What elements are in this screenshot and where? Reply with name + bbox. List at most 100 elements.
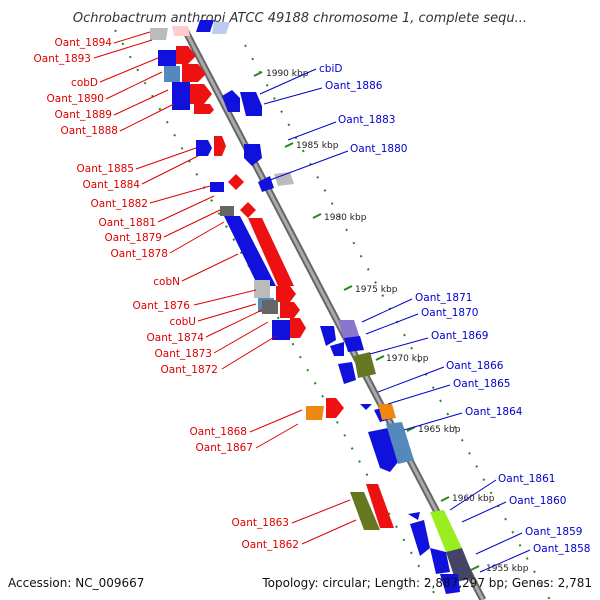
- gene-arrow[interactable]: [228, 174, 244, 190]
- gene-arrow[interactable]: [366, 484, 394, 528]
- kbp-label: 1955 kbp: [486, 564, 529, 574]
- gene-label[interactable]: Oant_1872: [161, 364, 218, 376]
- right-strand-genes: [196, 20, 474, 594]
- kbp-label: 1965 kbp: [418, 425, 461, 435]
- gene-block[interactable]: [338, 320, 360, 340]
- gene-label[interactable]: Oant_1874: [147, 332, 205, 344]
- gene-label[interactable]: Oant_1893: [34, 53, 91, 65]
- gene-block[interactable]: [430, 510, 462, 552]
- gene-arrow[interactable]: [320, 326, 336, 346]
- gene-block[interactable]: [158, 50, 176, 66]
- gene-arrow[interactable]: [240, 202, 256, 218]
- gene-arrow[interactable]: [290, 318, 306, 338]
- gene-label[interactable]: Oant_1864: [465, 406, 523, 418]
- topology-label: Topology: circular; Length: 2,887,297 bp…: [261, 576, 592, 590]
- gene-label[interactable]: Oant_1861: [498, 473, 555, 485]
- gene-arrow[interactable]: [240, 92, 262, 116]
- gene-label[interactable]: cobN: [153, 276, 180, 288]
- gene-arrow[interactable]: [344, 336, 364, 352]
- gene-label[interactable]: Oant_1880: [350, 143, 407, 155]
- gene-block[interactable]: [378, 404, 396, 420]
- gene-block[interactable]: [272, 320, 290, 340]
- gene-label[interactable]: Oant_1884: [83, 179, 141, 191]
- gene-label[interactable]: Oant_1871: [415, 292, 472, 304]
- gene-block[interactable]: [350, 492, 380, 530]
- gene-block[interactable]: [274, 172, 294, 186]
- gene-label[interactable]: Oant_1859: [525, 526, 582, 538]
- gene-arrow[interactable]: [194, 104, 214, 114]
- gene-label[interactable]: Oant_1888: [61, 125, 118, 137]
- gene-label[interactable]: Oant_1876: [133, 300, 191, 312]
- gene-block-cobN[interactable]: [248, 218, 294, 286]
- gene-block[interactable]: [164, 66, 180, 82]
- gene-block[interactable]: [446, 548, 474, 582]
- gene-arrow[interactable]: [244, 144, 262, 166]
- right-gene-labels: cbiD Oant_1886 Oant_1883 Oant_1880 Oant_…: [319, 63, 590, 555]
- kbp-label: 1970 kbp: [386, 354, 429, 364]
- gene-label[interactable]: Oant_1865: [453, 378, 510, 390]
- gene-block[interactable]: [440, 574, 460, 594]
- gene-block[interactable]: [354, 352, 376, 378]
- gene-block[interactable]: [254, 280, 270, 298]
- gene-arrow[interactable]: [360, 404, 372, 410]
- kbp-label: 1985 kbp: [296, 141, 339, 151]
- gene-arrow[interactable]: [196, 140, 212, 156]
- gene-block[interactable]: [212, 22, 230, 34]
- gene-arrow[interactable]: [326, 398, 344, 418]
- gene-label[interactable]: Oant_1862: [242, 539, 299, 551]
- left-leader-lines: [93, 31, 357, 545]
- gene-label[interactable]: Oant_1883: [338, 114, 395, 126]
- left-strand-genes: [150, 26, 394, 530]
- gene-label[interactable]: Oant_1867: [196, 442, 253, 454]
- gene-block[interactable]: [210, 182, 224, 192]
- accession-label: Accession: NC_009667: [8, 576, 144, 590]
- gene-block[interactable]: [172, 82, 190, 110]
- gene-block[interactable]: [386, 422, 414, 464]
- gene-label[interactable]: Oant_1866: [446, 360, 504, 372]
- gene-label[interactable]: Oant_1890: [47, 93, 104, 105]
- gene-block[interactable]: [262, 300, 278, 314]
- gene-label[interactable]: Oant_1894: [55, 37, 113, 49]
- gene-label[interactable]: Oant_1869: [431, 330, 488, 342]
- gene-block[interactable]: [306, 406, 324, 420]
- gene-block[interactable]: [172, 26, 190, 36]
- gene-label[interactable]: Oant_1860: [509, 495, 566, 507]
- gene-arrow[interactable]: [182, 64, 206, 82]
- kbp-label: 1990 kbp: [266, 69, 309, 79]
- gene-arrow[interactable]: [410, 520, 430, 556]
- gene-arrow[interactable]: [276, 286, 296, 302]
- gene-arrow[interactable]: [280, 302, 300, 318]
- gene-label[interactable]: Oant_1885: [77, 163, 134, 175]
- gene-label[interactable]: Oant_1873: [155, 348, 212, 360]
- gene-label[interactable]: Oant_1881: [99, 217, 156, 229]
- kbp-label: 1980 kbp: [324, 213, 367, 223]
- gene-arrow[interactable]: [190, 84, 212, 104]
- gene-arrow[interactable]: [338, 362, 356, 384]
- map-title: Ochrobactrum anthropi ATCC 49188 chromos…: [73, 11, 527, 26]
- gene-label[interactable]: cbiD: [319, 63, 342, 75]
- gene-arrow[interactable]: [176, 46, 196, 64]
- gene-label[interactable]: cobU: [169, 316, 196, 328]
- gene-arrow[interactable]: [214, 136, 226, 156]
- gene-label[interactable]: Oant_1889: [55, 109, 112, 121]
- gene-label[interactable]: Oant_1882: [91, 198, 148, 210]
- gene-block[interactable]: [220, 206, 234, 216]
- gene-block-cobN[interactable]: [224, 216, 276, 286]
- gene-label[interactable]: Oant_1858: [533, 543, 590, 555]
- gene-label[interactable]: Oant_1868: [190, 426, 247, 438]
- gene-block[interactable]: [150, 28, 168, 40]
- gene-block[interactable]: [196, 20, 214, 32]
- right-leader-lines: [259, 68, 531, 573]
- gene-label[interactable]: Oant_1886: [325, 80, 383, 92]
- gene-block[interactable]: [430, 548, 450, 574]
- gene-label[interactable]: Oant_1879: [105, 232, 162, 244]
- gene-arrow[interactable]: [222, 90, 240, 112]
- gene-label[interactable]: Oant_1863: [232, 517, 289, 529]
- gene-label[interactable]: cobD: [71, 77, 98, 89]
- gene-label[interactable]: Oant_1870: [421, 307, 478, 319]
- gene-arrow[interactable]: [408, 512, 420, 520]
- gene-arrow[interactable]: [330, 342, 344, 356]
- gene-label[interactable]: Oant_1878: [111, 248, 168, 260]
